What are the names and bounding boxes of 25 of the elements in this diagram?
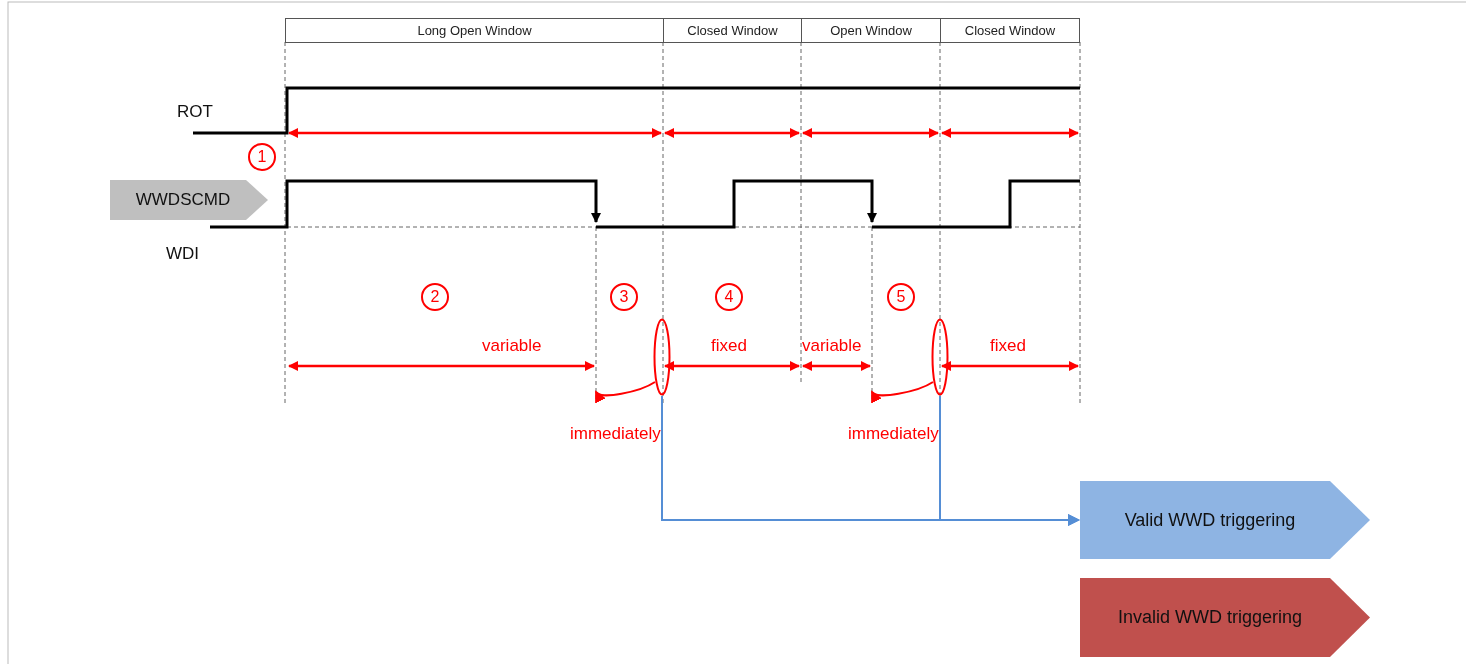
duration-label: variable <box>482 336 542 356</box>
duration-label: fixed <box>711 336 747 356</box>
column-header: Closed Window <box>663 18 802 43</box>
duration-label: fixed <box>990 336 1026 356</box>
curved-arrow <box>594 381 656 404</box>
signal-name: WDI <box>166 244 200 264</box>
callout-number: 2 <box>421 283 449 311</box>
timing-note: immediately <box>570 424 661 444</box>
connector-arrow <box>939 395 1080 526</box>
duration-label: variable <box>802 336 862 356</box>
status-arrow: Invalid WWD triggering <box>1080 578 1370 657</box>
callout-number: 4 <box>715 283 743 311</box>
timing-note: immediately <box>848 424 939 444</box>
signal-name: ROT <box>177 102 213 122</box>
curved-arrow <box>870 381 934 404</box>
callout-number: 1 <box>248 143 276 171</box>
status-arrow: Valid WWD triggering <box>1080 481 1370 559</box>
column-header: Long Open Window <box>285 18 664 43</box>
column-header: Closed Window <box>940 18 1080 43</box>
highlight-ellipse <box>653 318 671 396</box>
callout-number: 3 <box>610 283 638 311</box>
highlight-ellipse <box>931 318 949 396</box>
signal-tag: WWDSCMD <box>110 180 268 220</box>
column-header: Open Window <box>801 18 941 43</box>
callout-number: 5 <box>887 283 915 311</box>
